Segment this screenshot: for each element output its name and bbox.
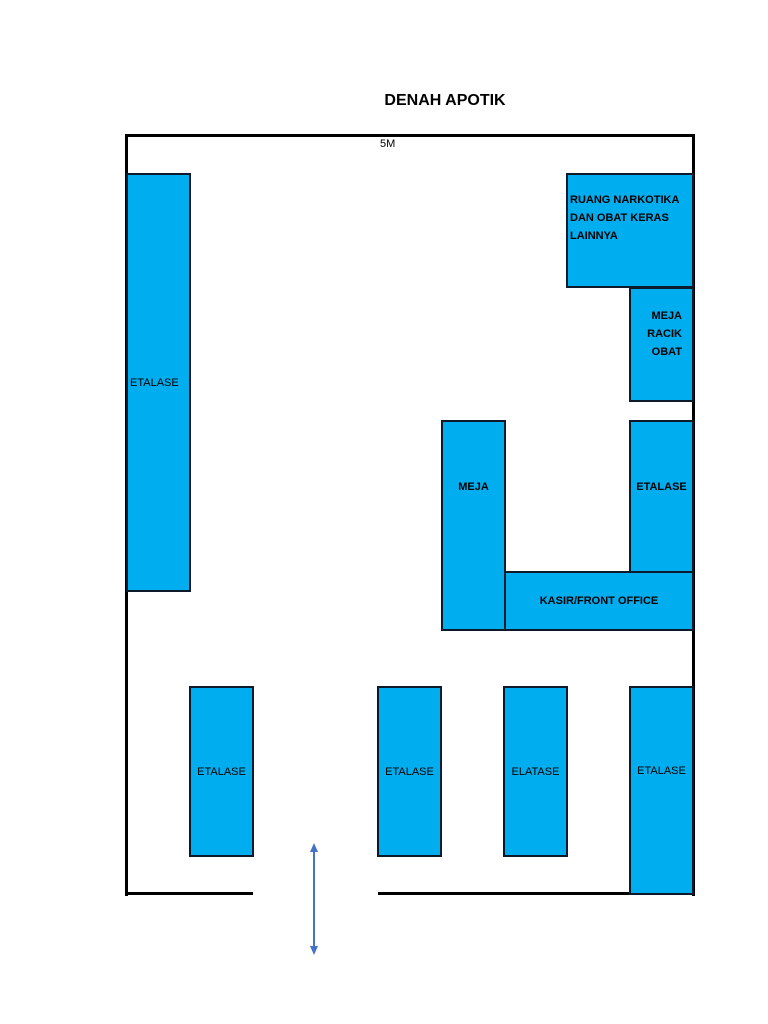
- meja-racik-obat-label: MEJA RACIK OBAT: [647, 310, 682, 358]
- meja: MEJA: [441, 420, 506, 631]
- wall-bottom-right: [378, 892, 695, 895]
- diagram-title-wrap: DENAH APOTIK: [300, 92, 590, 110]
- diagram-title: DENAH APOTIK: [384, 92, 506, 109]
- dimension-label: 5M: [380, 138, 396, 150]
- meja-racik-obat: MEJA RACIK OBAT: [629, 287, 694, 402]
- etalase-bottom-4: ETALASE: [629, 686, 694, 895]
- kasir-front-office: KASIR/FRONT OFFICE: [504, 571, 694, 631]
- kasir-front-office-label: KASIR/FRONT OFFICE: [539, 595, 659, 607]
- wall-top: [125, 134, 695, 137]
- elatase-bottom-3: ELATASE: [503, 686, 568, 857]
- etalase-bottom-1: ETALASE: [189, 686, 254, 857]
- etalase-mid-right-label: ETALASE: [636, 481, 687, 493]
- etalase-bottom-2: ETALASE: [377, 686, 442, 857]
- arrow-head-bottom: [310, 946, 318, 955]
- ruang-narkotika-label: RUANG NARKOTIKA DAN OBAT KERAS LAINNYA: [570, 194, 680, 242]
- meja-label: MEJA: [458, 481, 489, 493]
- etalase-left-label: ETALASE: [130, 376, 179, 389]
- ruang-narkotika: RUANG NARKOTIKA DAN OBAT KERAS LAINNYA: [566, 173, 694, 288]
- double-arrow-vertical-icon: [310, 843, 318, 955]
- elatase-bottom-3-label: ELATASE: [511, 765, 560, 778]
- wall-bottom-left: [125, 892, 253, 895]
- etalase-bottom-4-label: ETALASE: [637, 765, 686, 777]
- etalase-bottom-2-label: ETALASE: [385, 765, 434, 778]
- arrow-head-top: [310, 843, 318, 852]
- etalase-bottom-1-label: ETALASE: [197, 765, 246, 778]
- etalase-left: ETALASE: [126, 173, 191, 592]
- etalase-mid-right: ETALASE: [629, 420, 694, 574]
